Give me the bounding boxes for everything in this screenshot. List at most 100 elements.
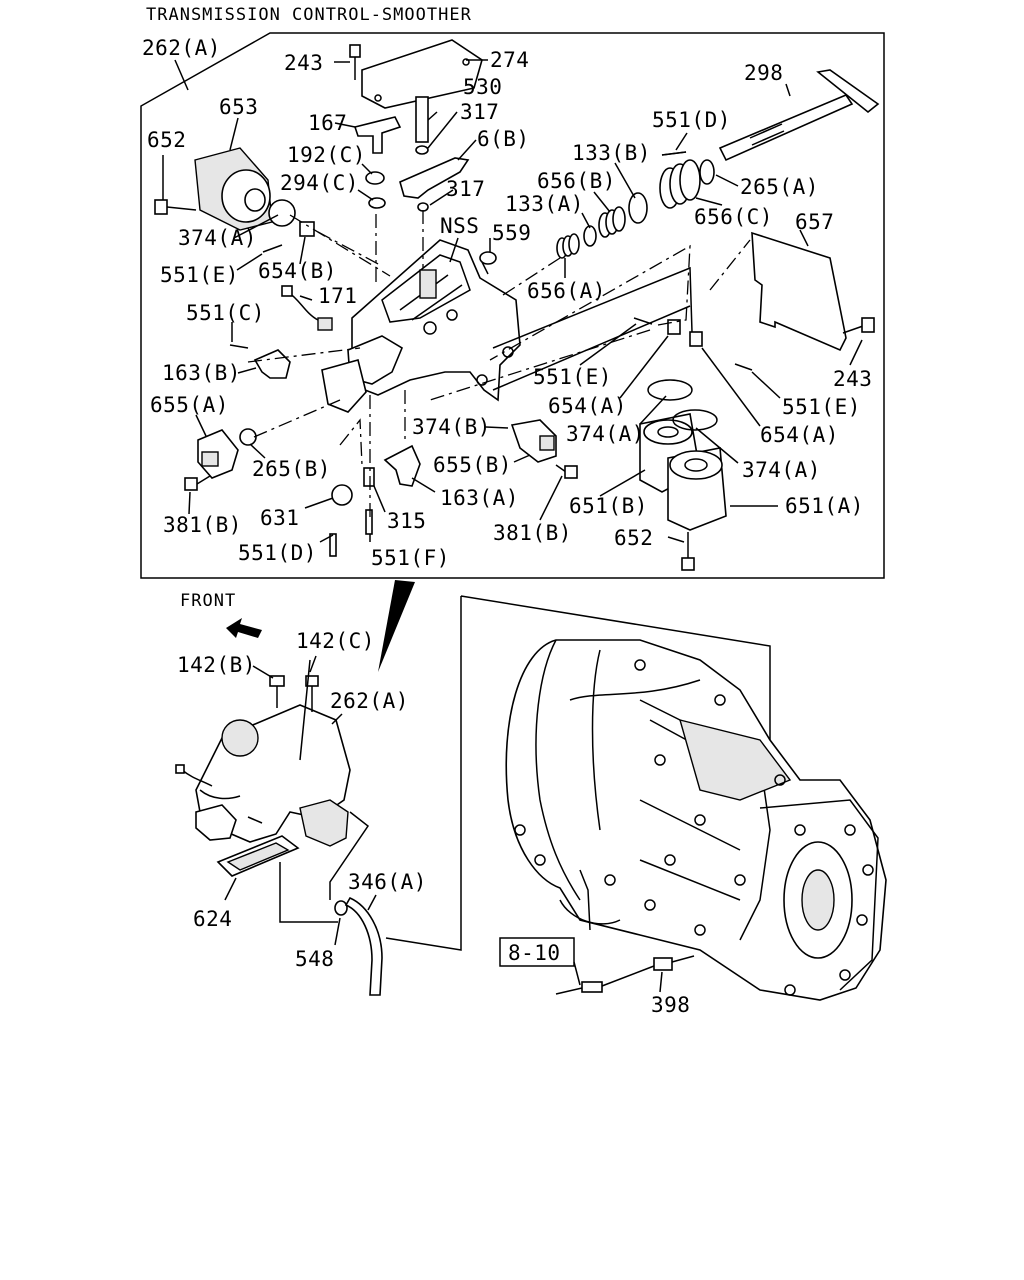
rod-530 <box>415 96 429 143</box>
bolt-243-top <box>349 44 361 80</box>
callout-317-b: 317 <box>446 177 485 201</box>
callout-624: 624 <box>193 907 232 931</box>
callout-374a-3: 374(A) <box>742 458 821 482</box>
callout-551e-2: 551(E) <box>533 365 612 389</box>
callout-274: 274 <box>490 48 529 72</box>
callout-657: 657 <box>795 210 834 234</box>
callout-298: 298 <box>744 61 783 85</box>
callout-551e-3: 551(E) <box>782 395 861 419</box>
callout-133b: 133(B) <box>572 141 651 165</box>
bolt-381b-right <box>555 464 578 479</box>
callout-142c: 142(C) <box>296 629 375 653</box>
callout-374a-1: 374(A) <box>178 226 257 250</box>
exploded-parts <box>154 39 880 571</box>
oring-374a-a <box>647 379 693 401</box>
callout-294c: 294(C) <box>280 171 359 195</box>
bracket-163a <box>383 444 421 487</box>
callout-655b: 655(B) <box>433 453 512 477</box>
lever-167 <box>353 116 402 154</box>
callout-652-bottom: 652 <box>614 526 653 550</box>
assembly-view <box>175 675 351 877</box>
callout-381b-2: 381(B) <box>493 521 572 545</box>
callout-656a: 656(A) <box>527 279 606 303</box>
pin-551d-bottom <box>329 533 337 557</box>
sensor-171 <box>281 285 333 331</box>
callout-530: 530 <box>463 75 502 99</box>
actuator-653 <box>194 147 296 231</box>
clamp-548 <box>334 900 348 916</box>
callout-654b: 654(B) <box>258 259 337 283</box>
bolt-381b-left <box>184 475 211 491</box>
callout-374a-2: 374(A) <box>566 422 645 446</box>
valve-655a <box>197 429 239 479</box>
fork-6b <box>399 157 470 199</box>
ring-265a <box>699 159 715 185</box>
ring-265b <box>239 428 257 446</box>
ref-box-label[interactable]: 8-10 <box>508 941 561 965</box>
callouts: 262(A) 243 274 530 317 167 653 652 192(C… <box>142 36 872 1017</box>
callout-656b: 656(B) <box>537 169 616 193</box>
assembly-pointer <box>378 580 415 672</box>
callout-559: 559 <box>492 221 531 245</box>
control-housing <box>321 239 521 413</box>
front-label: FRONT <box>180 591 236 611</box>
callout-653: 653 <box>219 95 258 119</box>
sensor-398 <box>555 955 695 995</box>
fitting-559 <box>479 251 497 275</box>
connector-654a-1 <box>667 319 681 335</box>
centerlines <box>247 210 751 520</box>
callout-315: 315 <box>387 509 426 533</box>
solenoid-651a <box>667 409 727 531</box>
callout-262a-bottom: 262(A) <box>330 689 409 713</box>
collar-133b <box>628 192 648 224</box>
shaft-298 <box>718 69 880 162</box>
callout-551f: 551(F) <box>371 546 450 570</box>
callout-548: 548 <box>295 947 334 971</box>
callout-656c: 656(C) <box>694 205 773 229</box>
callout-nss: NSS <box>440 214 479 238</box>
callout-243-top: 243 <box>284 51 323 75</box>
transmission-case <box>505 639 887 1001</box>
callout-317-a: 317 <box>460 100 499 124</box>
plug-631 <box>331 484 353 506</box>
bracket-657 <box>751 231 847 352</box>
bolt-652-bottom <box>681 532 695 571</box>
valve-655b <box>510 419 557 463</box>
callout-655a: 655(A) <box>150 393 229 417</box>
callout-651a: 651(A) <box>785 494 864 518</box>
hose-346a <box>344 896 383 996</box>
callout-265b: 265(B) <box>252 457 331 481</box>
callout-551e-1: 551(E) <box>160 263 239 287</box>
collar-133a <box>583 225 597 247</box>
callout-192c: 192(C) <box>287 143 366 167</box>
connector-654a-2 <box>689 331 703 347</box>
callout-631: 631 <box>260 506 299 530</box>
callout-142b: 142(B) <box>177 653 256 677</box>
callout-243-right: 243 <box>833 367 872 391</box>
assembly-leaders <box>224 655 370 923</box>
callout-551d-top: 551(D) <box>652 108 731 132</box>
callout-381b-1: 381(B) <box>163 513 242 537</box>
callout-171: 171 <box>318 284 357 308</box>
callout-551c: 551(C) <box>186 301 265 325</box>
callout-651b: 651(B) <box>569 494 648 518</box>
callout-654a-2: 654(A) <box>760 423 839 447</box>
callout-652-top: 652 <box>147 128 186 152</box>
bolt-243-right <box>842 317 875 334</box>
spring-656a <box>556 233 580 259</box>
leader-lines <box>162 59 863 543</box>
oring-374a-b <box>672 409 718 431</box>
spring-656b <box>598 206 626 238</box>
callout-163a: 163(A) <box>440 486 519 510</box>
pin-315 <box>363 467 375 487</box>
callout-163b: 163(B) <box>162 361 241 385</box>
callout-6b: 6(B) <box>477 127 530 151</box>
exploded-view-frame <box>140 32 885 579</box>
callout-262a-top: 262(A) <box>142 36 221 60</box>
diagram-title: TRANSMISSION CONTROL-SMOOTHER <box>146 5 472 25</box>
callout-551d-bottom: 551(D) <box>238 541 317 565</box>
callout-346a: 346(A) <box>348 870 427 894</box>
callout-265a: 265(A) <box>740 175 819 199</box>
callout-133a: 133(A) <box>505 192 584 216</box>
